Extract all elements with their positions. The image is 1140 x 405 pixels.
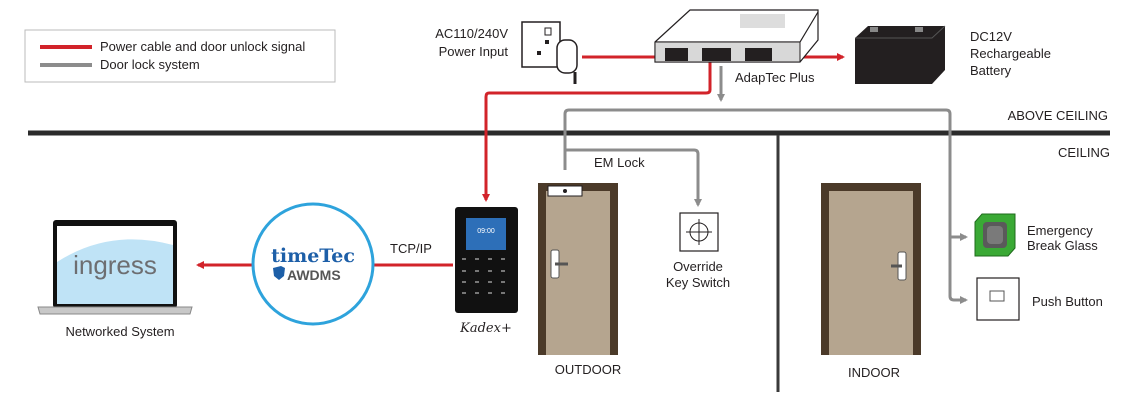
awdms-product: AWDMS <box>287 267 341 283</box>
port-output <box>702 48 731 61</box>
ingress-app-logo: ingress <box>73 250 157 280</box>
plug-icon <box>556 39 578 74</box>
shield-icon <box>273 266 285 280</box>
indoor-door <box>821 183 921 355</box>
push-button-icon <box>976 277 1020 321</box>
battery-line1: DC12V <box>970 29 1012 44</box>
kadex-terminal: 09:00 <box>455 207 518 313</box>
emergency-line2: Break Glass <box>1027 238 1098 253</box>
outdoor-label: OUTDOOR <box>555 362 621 377</box>
indoor-label: INDOOR <box>848 365 900 380</box>
battery-line2: Rechargeable <box>970 46 1051 61</box>
legend: Power cable and door unlock signal Door … <box>24 29 336 83</box>
networked-system-label: Networked System <box>65 324 174 339</box>
tcp-ip-label: TCP/IP <box>390 241 432 256</box>
legend-label-power: Power cable and door unlock signal <box>100 39 305 54</box>
port-input <box>665 48 688 61</box>
timetec-brand: timeTec <box>271 245 355 267</box>
override-line1: Override <box>673 259 723 274</box>
laptop-icon: ingress <box>37 220 193 315</box>
power-input-line2: Power Input <box>439 44 509 59</box>
outdoor-door <box>538 183 618 355</box>
adaptec-power-supply <box>654 9 819 63</box>
terminal-clock: 09:00 <box>477 228 495 235</box>
override-line2: Key Switch <box>666 275 730 290</box>
kadex-label: Kadex+ <box>459 321 512 336</box>
port-battery <box>745 48 772 61</box>
power-outlet-icon <box>521 21 578 84</box>
battery-line3: Battery <box>970 63 1012 78</box>
above-ceiling-label: ABOVE CEILING <box>1008 108 1108 123</box>
push-button-label: Push Button <box>1032 294 1103 309</box>
battery-icon <box>855 25 946 84</box>
power-input-line1: AC110/240V <box>435 26 508 41</box>
lock-wiring <box>563 66 968 304</box>
adaptec-label: AdapTec Plus <box>735 70 815 85</box>
em-lock-label: EM Lock <box>594 155 645 170</box>
awdms-logo: timeTec AWDMS <box>251 202 375 326</box>
legend-label-lock: Door lock system <box>100 57 200 72</box>
key-switch-icon <box>679 212 719 252</box>
break-glass-icon <box>974 213 1016 257</box>
emergency-line1: Emergency <box>1027 223 1093 238</box>
ceiling-label: CEILING <box>1058 145 1110 160</box>
